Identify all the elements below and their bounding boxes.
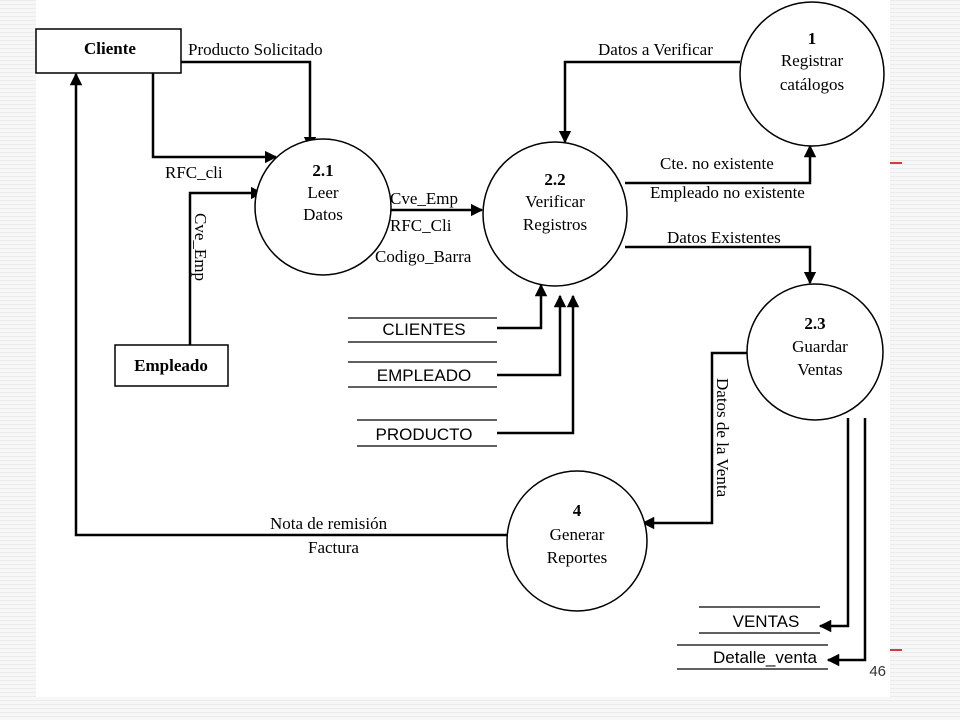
flow-datos-a-verificar: [558, 60, 740, 144]
process-2-2: [482, 141, 628, 287]
process-2-1-line2: Datos: [303, 205, 343, 224]
label-rfc-cli: RFC_Cli: [390, 216, 452, 235]
process-1-number: 1: [808, 29, 817, 48]
flow-cte-no-existente: [625, 144, 817, 185]
flow-producto-solicitado: [181, 60, 317, 150]
flow-rfc-cli-input: [151, 73, 278, 164]
label-datos-a-verificar: Datos a Verificar: [598, 40, 713, 59]
process-2-1-line1: Leer: [307, 183, 338, 202]
process-4-line2: Reportes: [547, 548, 607, 567]
store-detalle-label: Detalle_venta: [713, 648, 818, 667]
store-empleado-label: EMPLEADO: [377, 366, 471, 385]
label-datos-de-la-venta: Datos de la Venta: [713, 378, 732, 498]
entity-empleado: [114, 344, 229, 387]
process-1-line2: catálogos: [780, 75, 844, 94]
process-2-2-line2: Registros: [523, 215, 587, 234]
label-codigo-barra: Codigo_Barra: [375, 247, 472, 266]
store-clientes-label: CLIENTES: [382, 320, 465, 339]
label-factura: Factura: [308, 538, 359, 557]
entity-cliente: [35, 28, 182, 74]
store-producto-label: PRODUCTO: [376, 425, 473, 444]
flow-nota-de-remision: [69, 72, 508, 537]
process-2-3: [746, 283, 884, 421]
flow-datos-de-la-venta: [641, 351, 750, 530]
process-2-3-number: 2.3: [804, 314, 825, 333]
process-2-2-number: 2.2: [544, 170, 565, 189]
process-2-1-number: 2.1: [312, 161, 333, 180]
label-datos-existentes: Datos Existentes: [667, 228, 781, 247]
label-cte-no-existente: Cte. no existente: [660, 154, 774, 173]
process-1: [739, 1, 885, 147]
label-rfc-cli-input: RFC_cli: [165, 163, 223, 182]
process-4-line1: Generar: [550, 525, 605, 544]
flow-empleado-store: [497, 294, 567, 377]
process-2-3-line1: Guardar: [792, 337, 848, 356]
process-1-line1: Registrar: [781, 51, 844, 70]
process-4-number: 4: [573, 501, 582, 520]
process-2-2-line1: Verificar: [525, 192, 585, 211]
flow-detalle-store: [826, 418, 867, 667]
process-4: [506, 470, 648, 612]
flow-cve-emp-vertical: [188, 186, 264, 345]
flow-producto-store: [497, 294, 580, 435]
label-cve-emp: Cve_Emp: [390, 189, 458, 208]
label-cve-emp-vertical: Cve_Emp: [191, 213, 210, 281]
page-number: 46: [869, 663, 886, 680]
label-empleado-no-existente: Empleado no existente: [650, 183, 805, 202]
entity-cliente-label: Cliente: [84, 39, 136, 58]
flow-datos-existentes: [625, 245, 817, 285]
flow-ventas-store: [818, 418, 850, 633]
process-2-1: [254, 138, 392, 276]
label-producto-solicitado: Producto Solicitado: [188, 40, 323, 59]
store-ventas-label: VENTAS: [733, 612, 800, 631]
entity-empleado-label: Empleado: [134, 356, 208, 375]
label-nota-de-remision: Nota de remisión: [270, 514, 388, 533]
flow-clientes-store: [497, 283, 548, 330]
process-2-3-line2: Ventas: [797, 360, 842, 379]
